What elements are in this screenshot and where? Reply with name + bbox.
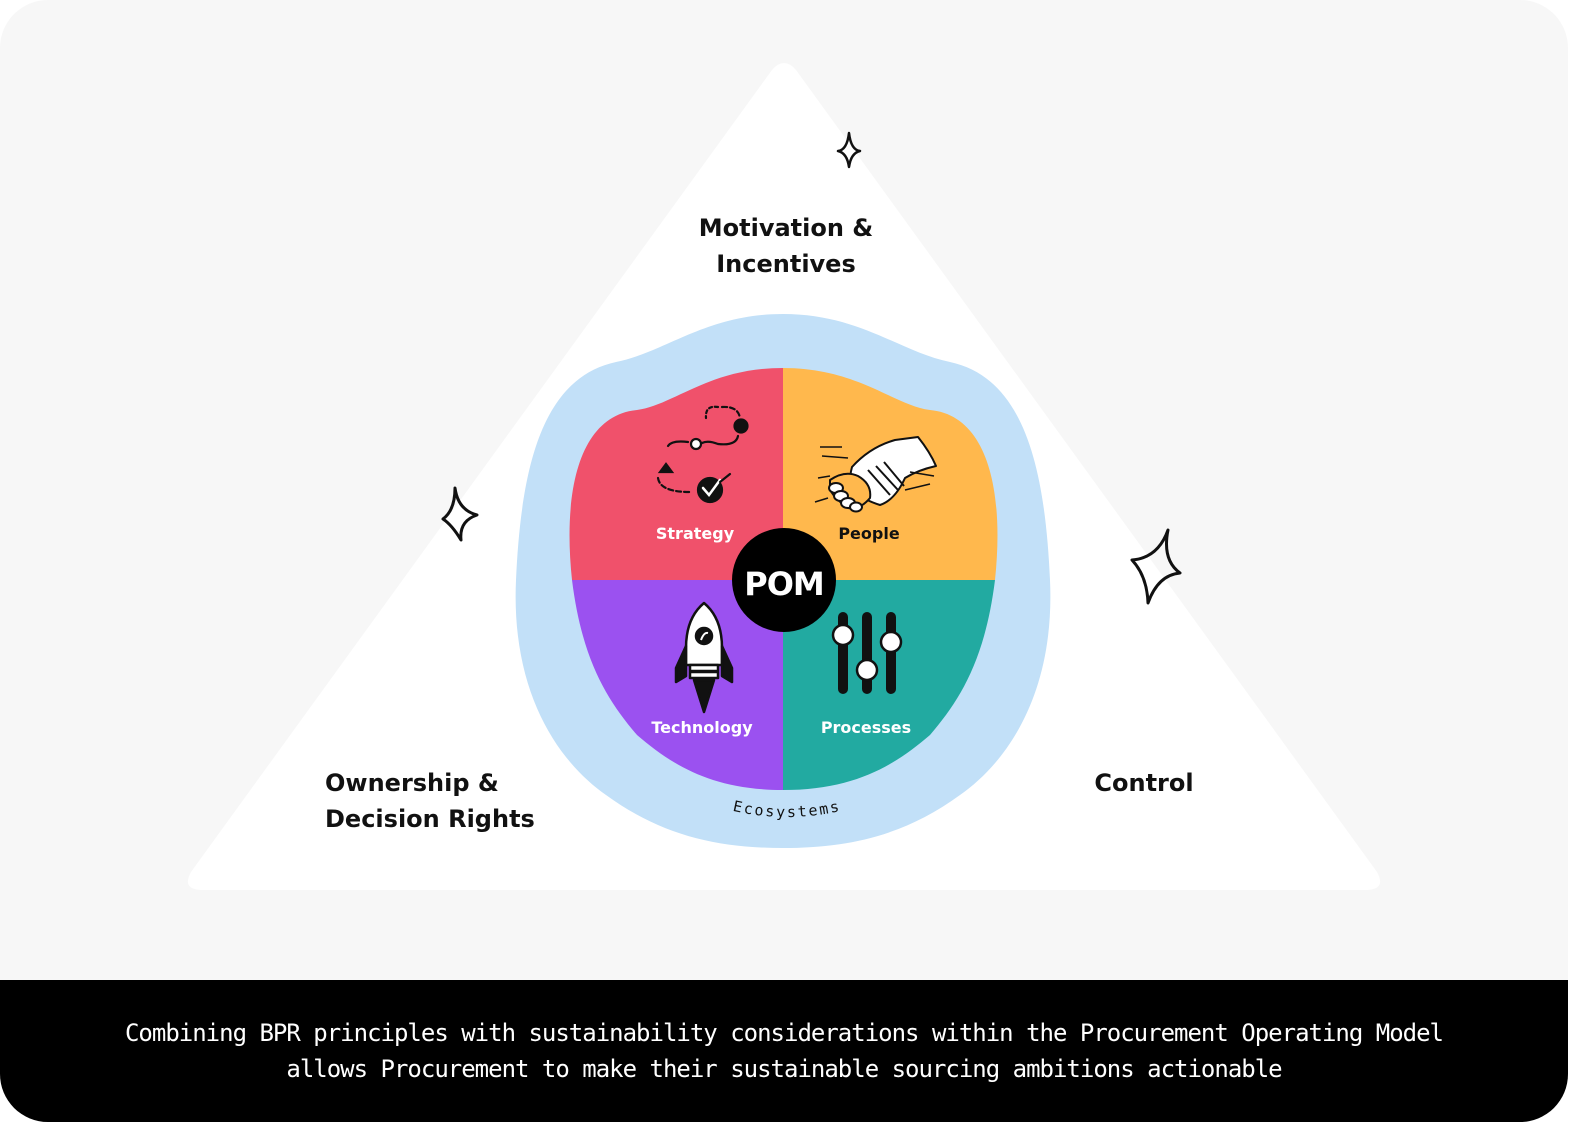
label-ownership-line1: Ownership & (325, 769, 499, 797)
caption-line1: Combining BPR principles with sustainabi… (124, 1019, 1444, 1047)
caption-banner: Combining BPR principles with sustainabi… (0, 980, 1568, 1122)
label-people: People (838, 524, 900, 543)
strategy-path-icon (656, 405, 749, 504)
label-processes: Processes (821, 718, 911, 737)
sparkle-icon (441, 486, 479, 542)
diagram-stage: Motivation & Incentives Ownership & Deci… (325, 131, 1194, 848)
pom-diagram: Motivation & Incentives Ownership & Deci… (325, 131, 1194, 848)
sliders-icon (831, 612, 903, 694)
sparkle-icon (1130, 528, 1182, 605)
label-control: Control (1094, 769, 1193, 797)
label-motivation-line2: Incentives (716, 250, 856, 278)
pom-center-circle (732, 528, 836, 632)
label-strategy: Strategy (656, 524, 735, 543)
label-motivation-line1: Motivation & (699, 214, 873, 242)
label-ownership-line2: Decision Rights (325, 805, 535, 833)
diagram-card: Motivation & Incentives Ownership & Deci… (0, 131, 1568, 1122)
sparkle-icon (836, 131, 862, 169)
handshake-icon (814, 436, 937, 513)
rocket-icon (674, 601, 734, 714)
caption-line2: allows Procurement to make their sustain… (286, 1055, 1282, 1083)
label-technology: Technology (651, 718, 753, 737)
pom-center-label: POM (744, 565, 824, 603)
